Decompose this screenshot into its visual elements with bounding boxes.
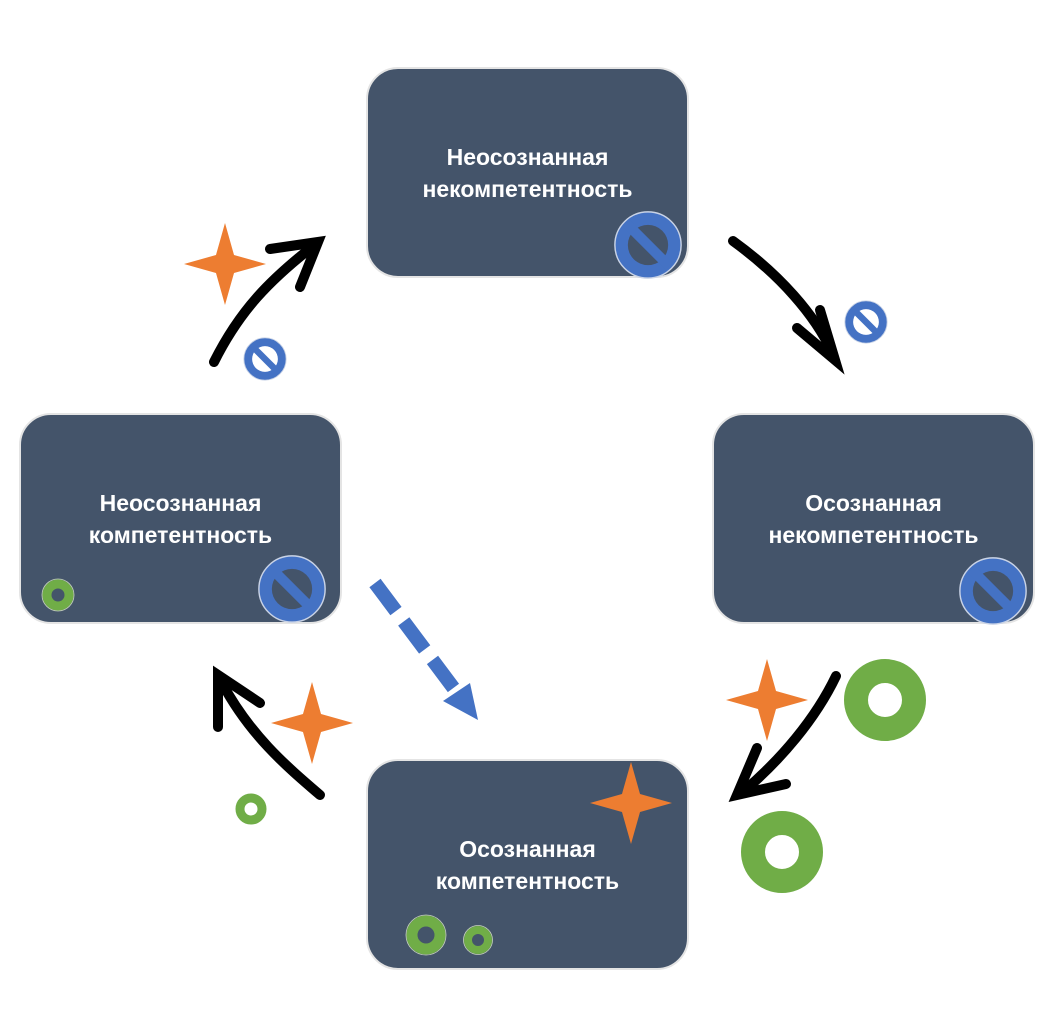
stage-label-line2: некомпетентность [768,521,979,548]
stage-label: Неосознанная компетентность [89,487,272,551]
stage-box-conscious-competence: Осознанная компетентность [366,759,689,970]
stage-label-line2: некомпетентность [422,175,633,202]
arrow-top-to-right [728,236,845,375]
arrow-left-to-top [209,235,326,367]
blocked-icon [845,301,887,343]
stage-label: Неосознанная некомпетентность [422,141,632,205]
stage-label: Осознанная некомпетентность [768,487,978,551]
arrow-bottom-to-left [213,665,325,800]
stage-label-line1: Неосознанная [446,143,609,170]
stage-label-line2: компетентность [435,867,620,894]
arrow-right-to-bottom [728,671,841,803]
ring-icon [844,659,926,741]
stage-label: Осознанная компетентность [436,833,619,897]
stage-label-line2: компетентность [88,521,273,548]
star-icon [271,682,353,764]
blocked-icon [244,338,286,380]
stage-label-line1: Неосознанная [99,489,262,516]
ring-icon [235,793,267,825]
star-icon [184,223,266,305]
dashed-arrow-left-to-bottom [369,578,478,720]
stage-box-unconscious-incompetence: Неосознанная некомпетентность [366,67,689,278]
stage-box-unconscious-competence: Неосознанная компетентность [19,413,342,624]
stage-label-line1: Осознанная [805,489,942,516]
ring-icon [741,811,823,893]
stage-label-line1: Осознанная [459,835,596,862]
stage-box-conscious-incompetence: Осознанная некомпетентность [712,413,1035,624]
star-icon [726,659,808,741]
